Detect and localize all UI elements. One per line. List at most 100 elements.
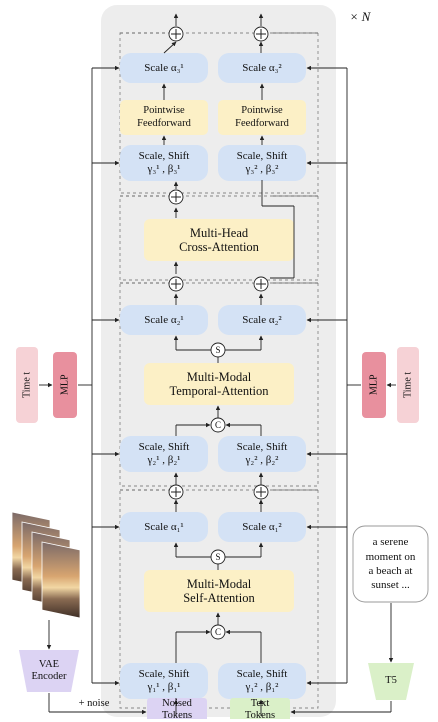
time-right-label: Time t [402,371,414,399]
ss3-left-block [120,145,208,181]
scale-a21-block [218,512,306,542]
time-right-box [397,347,419,423]
cross-attn-label: Multi-Head Cross-Attention [144,219,294,261]
self-attn-line2: Self-Attention [183,591,255,605]
ss3-right-label: Scale, Shift γ₃² , β₃² [218,145,306,181]
scale-a21-label: Scale α₁² [242,520,282,533]
ff-left-line1: Pointwise [143,105,185,117]
ff-right-label: Pointwise Feedforward [218,100,306,135]
t5-label: T5 [385,675,397,687]
cross-attn-block [144,219,294,261]
ss2-right-label: Scale, Shift γ₂² , β₂² [218,436,306,472]
vae-encoder-box [19,650,79,692]
blocks [120,53,306,699]
cross-attn-line2: Cross-Attention [179,240,259,254]
noised-line1: Noised [162,698,192,709]
cross-attn-line1: Multi-Head [189,225,249,240]
ss1-right-block [218,663,306,699]
ff-left-block [120,100,208,135]
ss2-right-line1: Scale, Shift [236,441,288,454]
concat-symbol: C [214,626,221,637]
ss1-left-label: Scale, Shift γ₁¹ , β₁¹ [120,663,208,699]
ss1-right-label: Scale, Shift γ₁² , β₁² [218,663,306,699]
temporal-attn-block [144,363,294,405]
vae-line1: VAE [38,658,60,670]
scale-a23-block [218,53,306,83]
ss1-right-line1: Scale, Shift [236,668,288,681]
self-attn-block [144,570,294,612]
prompt-line4: sunset ... [371,579,410,592]
ss2-left-label: Scale, Shift γ₂¹ , β₂¹ [120,436,208,472]
noise-label: + noise [78,697,110,709]
ff-left-label: Pointwise Feedforward [120,100,208,135]
text-tokens-line2: Tokens [244,710,276,722]
mlp-left-box [53,352,77,418]
ss2-right-line2: γ₂² , β₂² [245,454,279,466]
mlp-right-box [362,352,386,418]
noised-tokens-label: Noised Tokens [147,698,207,722]
text-tokens-box [230,698,290,719]
ss1-left-line2: γ₁¹ , β₁¹ [147,681,181,693]
ss1-left-line1: Scale, Shift [138,668,190,681]
repeat-label: × N [349,8,371,24]
text-tokens-line1: Text [250,698,270,709]
ss1-right-line2: γ₁² , β₁² [245,681,279,693]
prompt-line3: a beach at [368,565,413,577]
ss2-left-block [120,436,208,472]
scale-a13-label: Scale α₃¹ [144,61,184,74]
scale-a11-block [120,512,208,542]
temporal-attn-line2: Temporal-Attention [169,384,269,398]
mlp-right-label: MLP [368,374,380,396]
skip-connections [120,32,318,491]
ss3-right-line2: γ₃² , β₃² [245,163,279,175]
vae-line2: Encoder [31,671,67,682]
noised-tokens-box [147,698,207,719]
ss3-left-line2: γ₃¹ , β₃¹ [147,163,181,175]
ss2-left-line1: Scale, Shift [138,441,190,454]
split-symbol: S [215,344,221,355]
scale-a12-block [120,305,208,335]
ss1-left-block [120,663,208,699]
text-tokens-label: Text Tokens [230,698,290,722]
time-left-box [16,347,38,423]
noised-line2: Tokens [161,710,193,722]
plus-glyphs [171,29,266,497]
prompt-box [352,525,429,603]
ss3-left-label: Scale, Shift γ₃¹ , β₃¹ [120,145,208,181]
split-node [210,549,226,565]
split-node [210,342,226,358]
ss2-left-line2: γ₂¹ , β₂¹ [147,454,181,466]
ff-right-block [218,100,306,135]
ff-left-line2: Feedforward [137,117,191,129]
ff-right-line2: Feedforward [235,117,289,129]
concat-symbol: C [214,419,221,430]
prompt-line2: moment on [365,550,416,563]
connections [39,13,396,716]
prompt-text: a serene moment on a beach at sunset ... [353,526,428,602]
self-attn-line1: Multi-Modal [186,576,252,591]
ss2-right-block [218,436,306,472]
scale-a22-label: Scale α₂² [242,313,282,326]
vae-encoder-label: VAE Encoder [19,652,79,690]
scale-a23-label: Scale α₃² [242,61,282,74]
concat-node [210,624,226,640]
temporal-attn-label: Multi-Modal Temporal-Attention [144,363,294,405]
ss3-right-block [218,145,306,181]
scale-a11-label: Scale α₁¹ [144,520,184,533]
scale-a13-block [120,53,208,83]
ss3-left-line1: Scale, Shift [138,150,190,163]
t5-box [368,663,414,700]
concat-node [210,417,226,433]
prompt-line1: a serene [372,536,409,549]
split-symbol: S [215,551,221,562]
self-attn-label: Multi-Modal Self-Attention [144,570,294,612]
time-left-label: Time t [21,371,33,399]
mlp-left-label: MLP [59,374,71,396]
temporal-attn-line1: Multi-Modal [186,369,252,384]
video-frames-image [11,511,81,619]
ff-right-line1: Pointwise [241,105,283,117]
scale-a12-label: Scale α₂¹ [144,313,184,326]
residual-dashed-regions [119,32,319,709]
ss3-right-line1: Scale, Shift [236,150,288,163]
